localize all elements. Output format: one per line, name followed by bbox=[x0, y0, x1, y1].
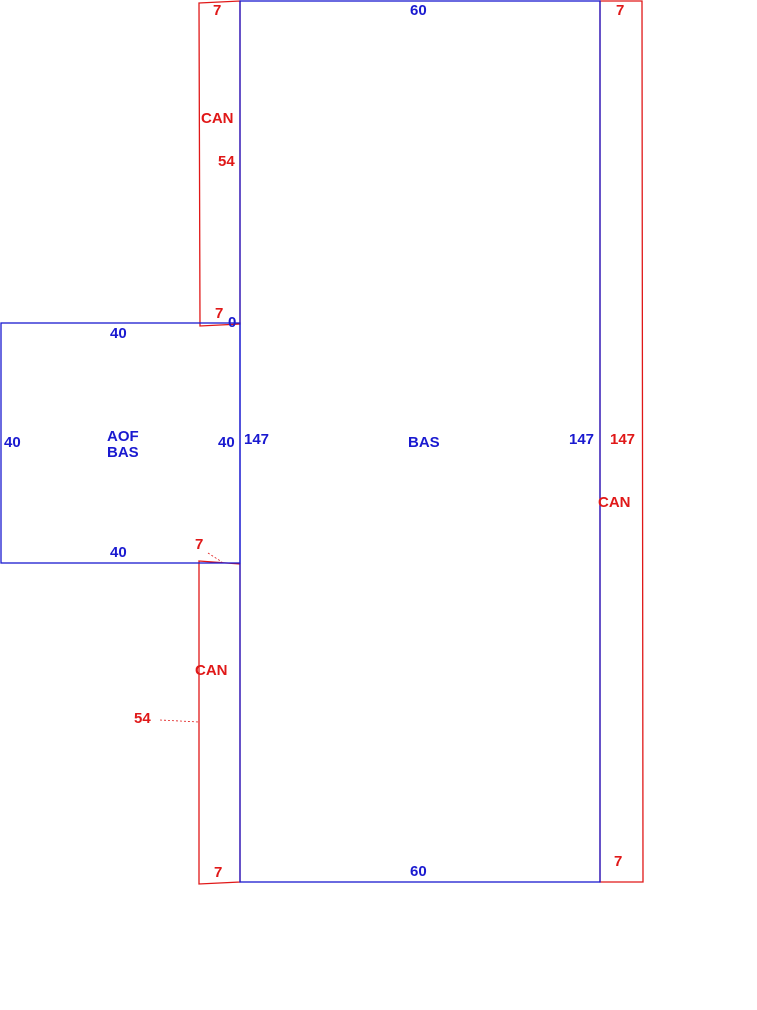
can-top-left-side-dimension: 54 bbox=[218, 153, 235, 170]
can-top-left-bottom-dimension: 7 bbox=[215, 305, 223, 322]
can-bottom-left-bottom-dimension: 7 bbox=[214, 864, 222, 881]
aof-bottom-dimension: 40 bbox=[110, 544, 127, 561]
junction-dimension: 0 bbox=[228, 314, 236, 331]
bas-top-dimension: 60 bbox=[410, 2, 427, 19]
aof-area-label: AOF bbox=[107, 428, 139, 445]
can-corner-leader bbox=[207, 552, 223, 563]
can-right-side-dimension: 147 bbox=[610, 431, 635, 448]
can-right-top-dimension: 7 bbox=[616, 2, 624, 19]
can-top-left-top-dimension: 7 bbox=[213, 2, 221, 19]
can-right-bottom-dimension: 7 bbox=[614, 853, 622, 870]
can-dimension-leader bbox=[159, 719, 200, 723]
aof-right-dimension: 40 bbox=[218, 434, 235, 451]
aof-top-dimension: 40 bbox=[110, 325, 127, 342]
can-bottom-left-side-dimension: 54 bbox=[134, 710, 151, 727]
aof-bas-area-label: BAS bbox=[107, 444, 139, 461]
can-right-label: CAN bbox=[598, 494, 631, 511]
can-bottom-left-outline bbox=[198, 560, 241, 885]
bas-bottom-dimension: 60 bbox=[410, 863, 427, 880]
aof-left-dimension: 40 bbox=[4, 434, 21, 451]
can-bottom-left-label: CAN bbox=[195, 662, 228, 679]
bas-left-dimension: 147 bbox=[244, 431, 269, 448]
aof-bas-outline bbox=[0, 322, 241, 564]
bas-right-dimension: 147 bbox=[569, 431, 594, 448]
can-top-left-label: CAN bbox=[201, 110, 234, 127]
can-bottom-left-top-dimension: 7 bbox=[195, 536, 203, 553]
bas-area-label: BAS bbox=[408, 434, 440, 451]
